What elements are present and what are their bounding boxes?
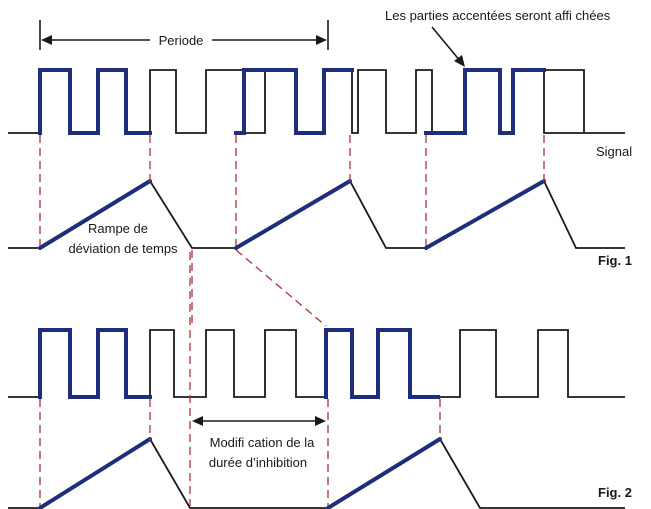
ramp-highlight-fig2-a: [38, 437, 152, 509]
signal-highlight-fig1-c: [424, 68, 546, 135]
highlight-note: Les parties accentées seront affi chées: [385, 8, 611, 23]
arrow-right-icon: [316, 35, 327, 45]
arrow-left-icon: [41, 35, 52, 45]
signal-wave-fig1: [8, 69, 625, 134]
inhibit-dimension: Modifi cation de la durée d’inhibition: [192, 416, 326, 470]
ramp-fig2: [8, 437, 625, 509]
inhibit-arrow-left-icon: [192, 416, 203, 426]
ramp-highlight-fig1-a: [38, 179, 152, 250]
ramp-label-line1: Rampe de: [88, 221, 148, 236]
ramp-highlight-fig1-c: [424, 179, 546, 250]
signal-highlight-fig2-a: [38, 328, 152, 399]
inhibit-label-line1: Modifi cation de la: [210, 435, 316, 450]
signal-highlight-fig1-a: [38, 68, 152, 135]
signal-highlight-fig1-b: [234, 68, 354, 135]
inhibit-label-line2: durée d’inhibition: [209, 455, 307, 470]
signal-label: Signal: [596, 144, 632, 159]
ramp-fig1: [8, 179, 625, 249]
pointer-arrow-icon: [454, 55, 465, 67]
period-label: Periode: [159, 33, 204, 48]
inhibit-arrow-right-icon: [315, 416, 326, 426]
fig2-label: Fig. 2: [598, 485, 632, 500]
ramp-highlight-fig2-b: [326, 437, 442, 509]
fig1-label: Fig. 1: [598, 253, 632, 268]
ramp-label-line2: déviation de temps: [68, 241, 178, 256]
ramp-highlight-fig1-b: [234, 179, 352, 250]
period-dimension: Periode: [39, 20, 329, 50]
signal-highlight-fig2-b: [324, 328, 440, 399]
signal-wave-fig2: [8, 329, 625, 398]
